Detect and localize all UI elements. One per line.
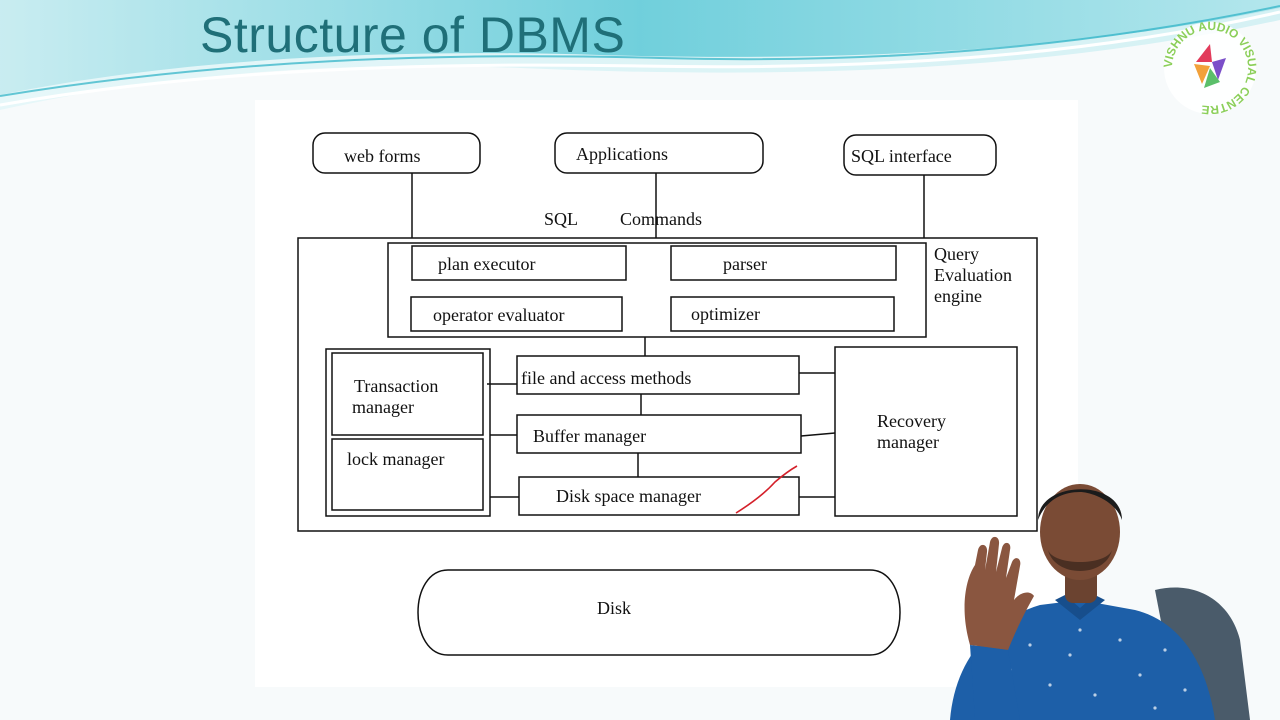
file-access-methods-box <box>516 355 800 395</box>
web-forms-label: web forms <box>344 146 420 166</box>
applications-box <box>554 132 764 174</box>
concurrency-control-box <box>325 348 491 517</box>
buffer-manager-box <box>516 414 802 454</box>
operator-evaluator-label: operator evaluator <box>433 305 564 325</box>
lock-manager-label: lock manager <box>347 449 444 469</box>
sql-interface-box <box>843 134 997 176</box>
query-engine-label-1: Query <box>934 244 979 264</box>
plan-executor-box <box>411 245 627 281</box>
transaction-label-2: manager <box>352 397 414 417</box>
disk-space-manager-box <box>518 476 800 516</box>
disk-cylinder <box>417 569 901 656</box>
query-engine-label-2: Evaluation <box>934 265 1012 285</box>
parser-box <box>670 245 897 281</box>
disk-label: Disk <box>597 598 631 618</box>
sql-label: SQL <box>544 209 578 229</box>
recovery-label-2: manager <box>877 432 939 452</box>
slide-title: Structure of DBMS <box>200 7 626 63</box>
query-engine-label-3: engine <box>934 286 982 306</box>
file-access-label: file and access methods <box>521 368 691 388</box>
query-evaluation-box <box>387 242 927 338</box>
lock-manager-box <box>331 438 484 511</box>
audio-visual-centre-logo: VISHNU AUDIO VISUAL CENTRE <box>1161 19 1259 117</box>
optimizer-box <box>670 296 895 332</box>
parser-label: parser <box>723 254 767 274</box>
plan-executor-label: plan executor <box>438 254 535 274</box>
optimizer-label: optimizer <box>691 304 760 324</box>
commands-label: Commands <box>620 209 702 229</box>
buffer-manager-label: Buffer manager <box>533 426 646 446</box>
recovery-label-1: Recovery <box>877 411 946 431</box>
transaction-manager-box <box>331 352 484 436</box>
red-annotation-mark <box>735 465 798 514</box>
transaction-label-1: Transaction <box>354 376 438 396</box>
web-forms-box <box>312 132 481 174</box>
sql-interface-label: SQL interface <box>851 146 952 166</box>
presenter-video <box>950 484 1250 720</box>
operator-evaluator-box <box>410 296 623 332</box>
recovery-manager-box <box>834 346 1018 517</box>
dbms-outer-box <box>297 237 1038 532</box>
disk-space-manager-label: Disk space manager <box>556 486 701 506</box>
applications-label: Applications <box>576 144 668 164</box>
